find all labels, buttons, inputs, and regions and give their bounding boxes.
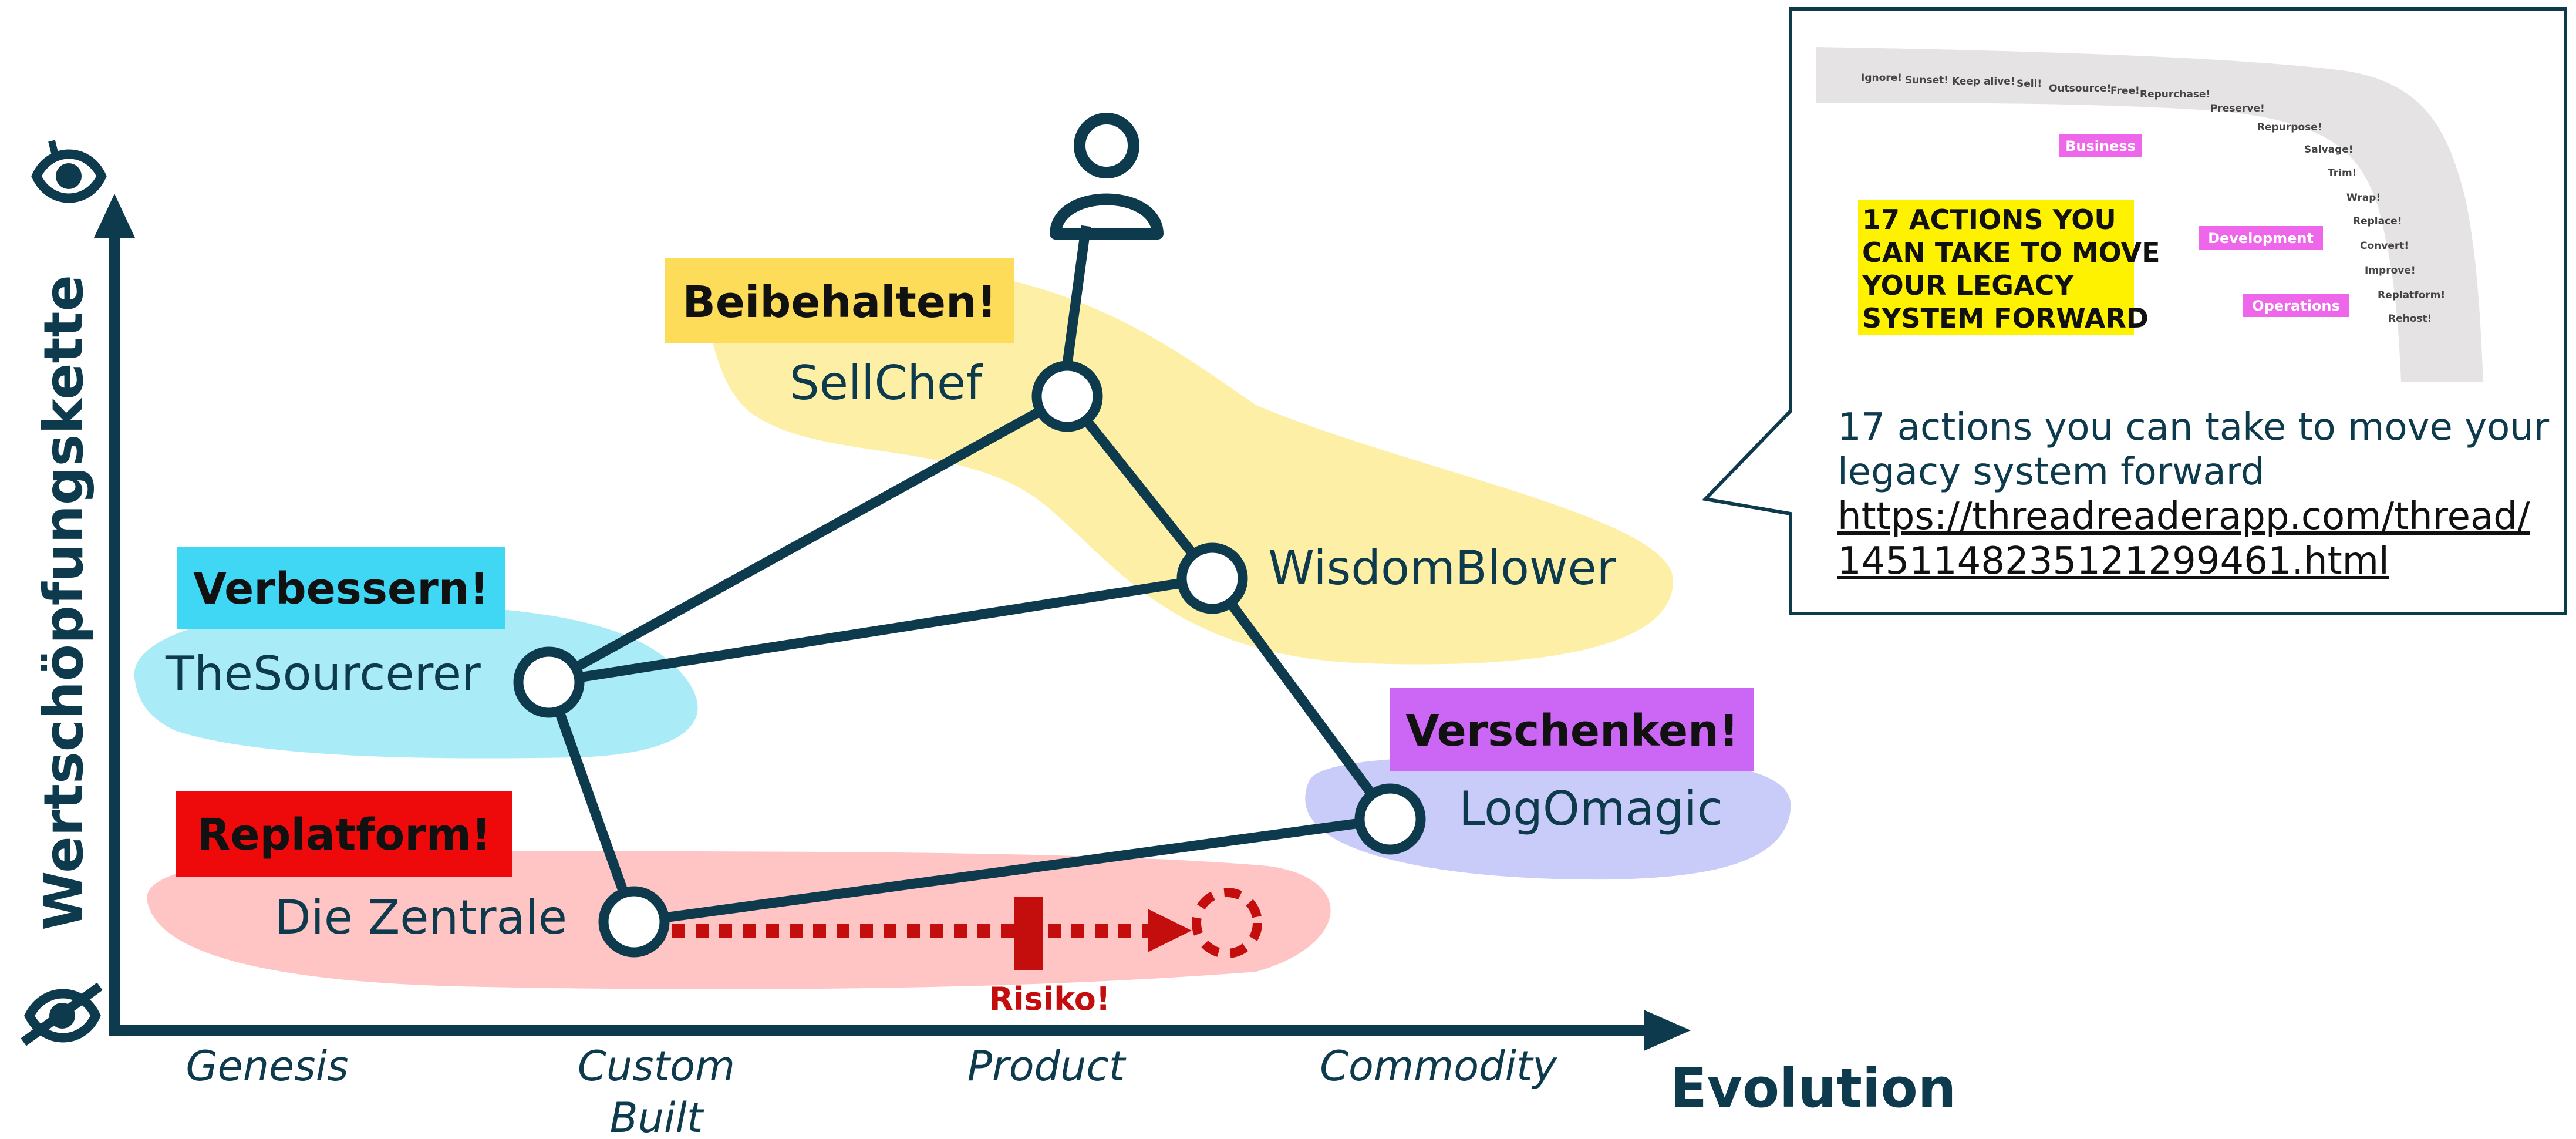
thumb-action-15: Improve! — [2365, 265, 2416, 277]
caption-line-1: 17 actions you can take to move your — [1837, 406, 2550, 449]
thumb-action-7: Repurchase! — [2140, 89, 2210, 100]
thread-link-line-2[interactable]: 1451148235121299461.html — [1837, 540, 2389, 583]
thumb-title-line-2: CAN TAKE TO MOVE — [1862, 237, 2160, 268]
thumb-operations-bg — [2243, 294, 2349, 317]
risk-barrier — [1014, 897, 1043, 970]
thumb-title-line-1: 17 ACTIONS YOU — [1862, 204, 2116, 235]
thumb-action-12: Wrap! — [2346, 192, 2381, 204]
user-icon — [1050, 113, 1164, 240]
caption-line-2: legacy system forward — [1837, 450, 2265, 494]
thumb-action-10: Salvage! — [2304, 144, 2354, 156]
thumb-development: Development — [2208, 230, 2314, 247]
badge-replatform-bg — [176, 791, 512, 877]
thumb-action-5: Outsource! — [2049, 83, 2111, 95]
label-diezentrale: Die Zentrale — [275, 890, 567, 945]
badge-verbessern: Verbessern! — [193, 564, 489, 614]
thumb-action-6: Free! — [2110, 85, 2140, 97]
thumb-title-line-4: SYSTEM FORWARD — [1862, 302, 2149, 334]
y-axis-label: Wertschöpfungskette — [32, 275, 95, 931]
label-sellchef: SellChef — [790, 356, 983, 410]
y-axis-arrow — [94, 194, 135, 238]
thumb-action-4: Sell! — [2017, 78, 2042, 90]
thumb-action-17: Rehost! — [2388, 313, 2432, 325]
zone-verbessern — [134, 604, 698, 759]
eye-icon — [31, 140, 107, 203]
thumb-action-16: Replatform! — [2378, 289, 2445, 301]
thumb-action-9: Repurpose! — [2257, 122, 2322, 133]
thumb-business: Business — [2065, 138, 2136, 154]
thread-link-line-1[interactable]: https://threadreaderapp.com/thread/ — [1837, 495, 2530, 538]
eye-crossed-icon — [21, 982, 103, 1046]
target-position — [1192, 888, 1262, 958]
node-diezentrale — [598, 886, 670, 958]
thumb-title-bg — [1858, 200, 2134, 335]
badge-verschenken-bg — [1390, 688, 1754, 771]
thumb-operations: Operations — [2252, 298, 2339, 314]
stage-product: Product — [967, 1042, 1127, 1090]
thumb-action-14: Convert! — [2360, 240, 2409, 252]
move-arrowhead — [1148, 909, 1192, 952]
thumb-action-11: Trim! — [2328, 167, 2356, 179]
label-wisdomblower: WisdomBlower — [1268, 541, 1616, 595]
thumb-development-bg — [2199, 226, 2323, 250]
badge-verschenken: Verschenken! — [1405, 706, 1738, 756]
badge-beibehalten: Beibehalten! — [682, 277, 996, 328]
thread-thumbnail: Ignore! Sunset! Keep alive! Sell! Outsou… — [1816, 47, 2483, 382]
thumb-action-2: Sunset! — [1905, 75, 1948, 86]
thumb-business-bg — [2059, 134, 2142, 157]
thumb-action-13: Replace! — [2353, 215, 2402, 227]
label-logomagic: LogOmagic — [1459, 781, 1723, 836]
label-thesourcerer: TheSourcerer — [165, 646, 481, 701]
zone-verschenken — [1305, 756, 1791, 880]
zone-beibehalten — [704, 266, 1674, 665]
callout-bubble — [1701, 7, 2567, 615]
node-sellchef — [1031, 360, 1103, 432]
node-wisdomblower — [1176, 542, 1248, 614]
dependency-lines — [544, 225, 1394, 927]
x-axis-arrow — [1644, 1010, 1691, 1051]
node-thesourcerer — [513, 646, 585, 718]
callout-caption: 17 actions you can take to move your leg… — [1837, 405, 2565, 584]
badge-replatform: Replatform! — [197, 810, 491, 860]
badge-verbessern-bg — [177, 547, 505, 629]
thumb-action-3: Keep alive! — [1952, 76, 2015, 87]
stage-commodity: Commodity — [1320, 1042, 1557, 1090]
thumb-road — [1816, 47, 2483, 382]
thumb-action-8: Preserve! — [2210, 103, 2265, 114]
badge-beibehalten-bg — [665, 258, 1014, 343]
thumb-title-line-3: YOUR LEGACY — [1862, 269, 2074, 301]
stage-genesis: Genesis — [186, 1042, 348, 1090]
x-axis-label: Evolution — [1670, 1057, 1956, 1120]
node-logomagic — [1354, 783, 1426, 855]
thumb-action-1: Ignore! — [1861, 72, 1902, 84]
risk-label: Risiko! — [989, 980, 1111, 1017]
